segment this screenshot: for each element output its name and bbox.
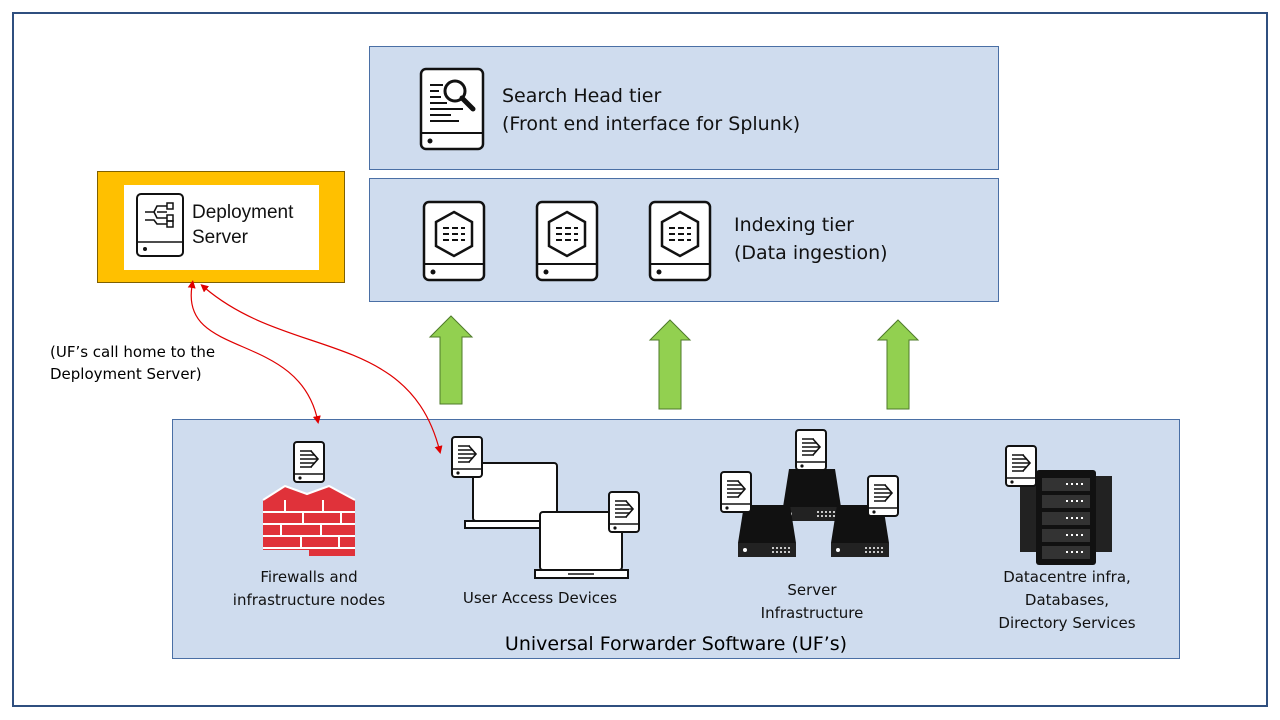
indexing-title: Indexing tier bbox=[734, 214, 854, 236]
call-home-note: Deployment Server) bbox=[50, 365, 202, 383]
forwarder-icon bbox=[293, 441, 325, 483]
search-document-icon bbox=[419, 67, 485, 151]
indexer-server-icon bbox=[648, 200, 712, 282]
laptop-icon bbox=[464, 462, 629, 579]
forwarder-panel-title: Universal Forwarder Software (UF’s) bbox=[504, 633, 848, 655]
indexer-server-icon bbox=[422, 200, 486, 282]
search-head-title: Search Head tier bbox=[502, 85, 662, 107]
deployment-server-icon bbox=[136, 193, 184, 257]
forwarder-icon bbox=[867, 475, 899, 517]
firewall-icon bbox=[262, 484, 356, 556]
server-rack-icon bbox=[1020, 470, 1112, 565]
green-up-arrow bbox=[876, 319, 920, 410]
call-home-arrow bbox=[200, 284, 443, 454]
forwarder-icon bbox=[1005, 445, 1037, 487]
server-icon bbox=[737, 468, 890, 558]
deployment-server-label: Server bbox=[192, 227, 248, 248]
indexer-server-icon bbox=[535, 200, 599, 282]
datacentre-label: Datacentre infra, Databases, Directory S… bbox=[998, 568, 1136, 632]
forwarder-icon bbox=[720, 471, 752, 513]
firewalls-label: Firewalls and infrastructure nodes bbox=[232, 568, 386, 609]
indexing-subtitle: (Data ingestion) bbox=[734, 242, 888, 264]
user-devices-label: User Access Devices bbox=[462, 589, 618, 607]
forwarder-icon bbox=[608, 491, 640, 533]
green-up-arrow bbox=[428, 315, 474, 405]
forwarder-icon bbox=[451, 436, 483, 478]
forwarder-icon bbox=[795, 429, 827, 471]
call-home-note: (UF’s call home to the bbox=[50, 343, 216, 361]
green-up-arrow bbox=[648, 319, 692, 410]
search-head-subtitle: (Front end interface for Splunk) bbox=[502, 113, 801, 135]
servers-label: Server Infrastructure bbox=[760, 581, 864, 622]
diagram-frame bbox=[12, 12, 1268, 707]
deployment-server-label: Deployment bbox=[192, 202, 294, 223]
